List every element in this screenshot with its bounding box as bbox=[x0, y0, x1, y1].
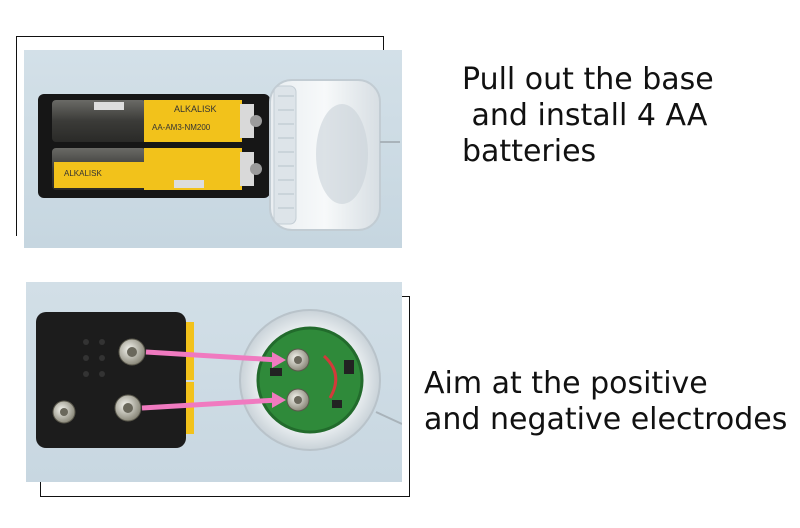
step2-photo bbox=[26, 282, 402, 482]
battery-holder: ALKALISK AA-AM3-NM200 ALKALISK bbox=[38, 94, 270, 198]
step1-caption-line-3: batteries bbox=[462, 134, 597, 169]
step2-caption-line-2: and negative electrodes bbox=[424, 402, 788, 437]
step2-frame-bottom bbox=[40, 496, 410, 497]
step1-frame-top bbox=[16, 36, 384, 37]
alignment-arrows bbox=[141, 349, 286, 411]
step2-caption-line-1: Aim at the positive bbox=[424, 366, 708, 401]
step2-frame-top bbox=[400, 296, 410, 297]
step1-photo: ALKALISK AA-AM3-NM200 ALKALISK bbox=[24, 50, 402, 248]
svg-text:ALKALISK: ALKALISK bbox=[174, 104, 217, 114]
svg-text:ALKALISK: ALKALISK bbox=[64, 169, 102, 178]
step1-caption-line-1: Pull out the base bbox=[462, 62, 714, 97]
step1-caption: Pull out the base and install 4 AA batte… bbox=[462, 62, 714, 170]
svg-text:AA-AM3-NM200: AA-AM3-NM200 bbox=[152, 123, 211, 132]
step1-caption-line-2: and install 4 AA bbox=[462, 98, 708, 133]
base-circuit-board bbox=[239, 309, 402, 451]
step1-frame-left bbox=[16, 36, 17, 236]
holder-bottom bbox=[36, 312, 194, 448]
step2-caption: Aim at the positive and negative electro… bbox=[424, 366, 787, 438]
clear-base bbox=[269, 79, 400, 231]
step2-frame-right bbox=[409, 296, 410, 496]
step2-frame-left bbox=[40, 480, 41, 496]
step1-frame-right bbox=[383, 36, 384, 52]
